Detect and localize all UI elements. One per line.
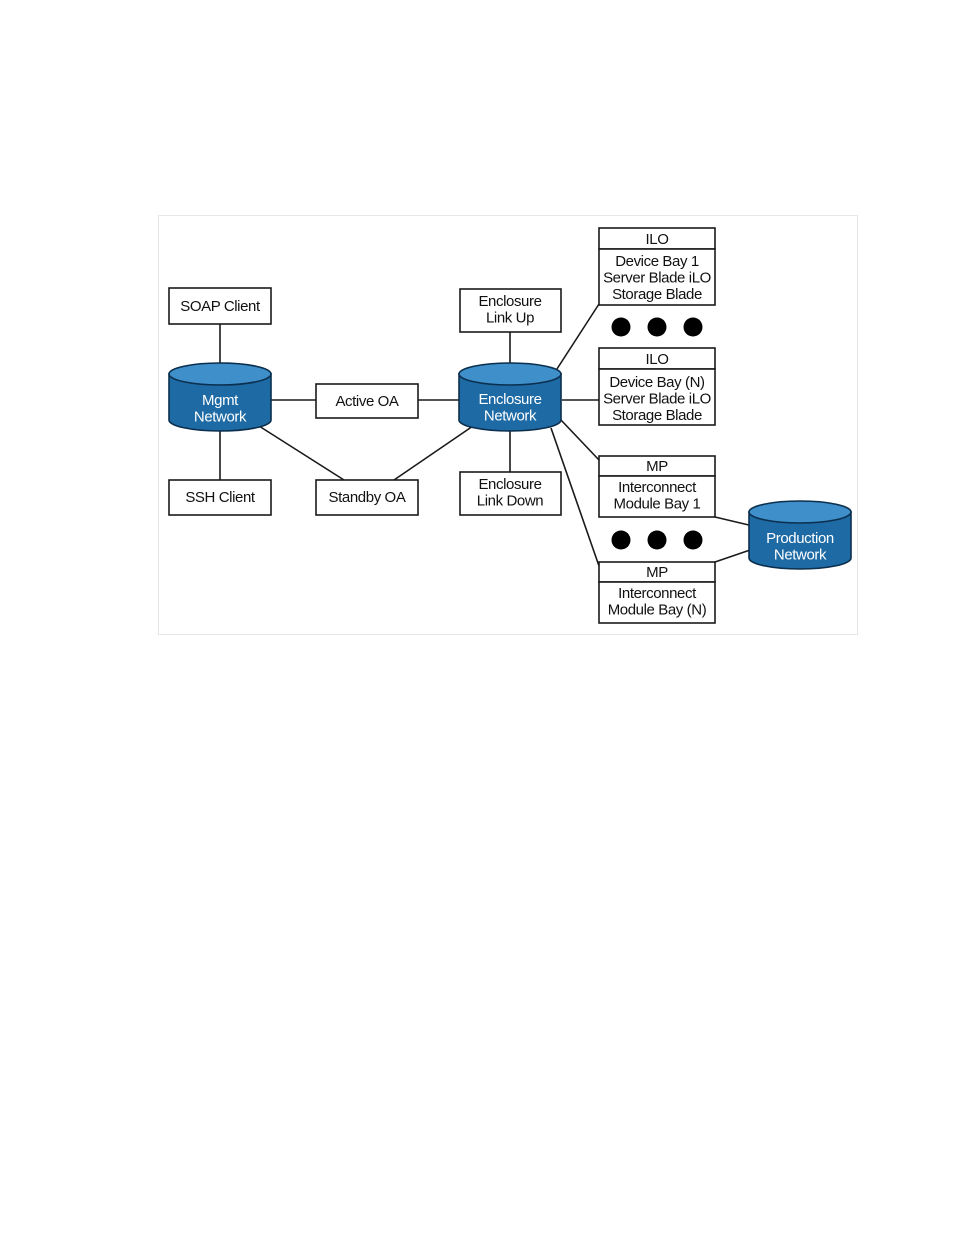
mp-bay-1-header: MP	[646, 458, 668, 475]
ellipsis-ilo	[612, 318, 703, 337]
active-oa-label: Active OA	[335, 393, 398, 410]
label-line: Enclosure	[478, 391, 541, 408]
label-line: Enclosure	[478, 293, 541, 310]
label-line: Mgmt	[202, 392, 239, 409]
connectors	[220, 304, 753, 566]
label-line: MP	[646, 564, 668, 581]
label-line: Standby OA	[329, 489, 406, 506]
standby-oa-box: Standby OA	[316, 480, 418, 515]
ilo-bay-1-header: ILO	[646, 231, 669, 248]
label-line: Interconnect	[618, 479, 697, 496]
label-line: Server Blade iLO	[603, 391, 711, 408]
link-mpn-production	[715, 549, 753, 562]
label-line: Device Bay (N)	[609, 374, 705, 391]
label-line: MP	[646, 458, 668, 475]
label-line: Network	[774, 547, 827, 564]
label-line: Link Up	[486, 310, 534, 327]
label-line: Network	[194, 409, 247, 426]
label-line: Storage Blade	[612, 286, 702, 303]
label-line: Server Blade iLO	[603, 270, 711, 287]
label-line: Device Bay 1	[615, 253, 699, 270]
label-line: Active OA	[335, 393, 398, 410]
link-mp1-production	[715, 517, 753, 526]
label-line: Network	[484, 408, 537, 425]
link-enclosure-mp1	[561, 420, 599, 460]
soap-client-label: SOAP Client	[180, 298, 261, 315]
label-line: Link Down	[477, 493, 543, 510]
label-line: SOAP Client	[180, 298, 261, 315]
label-line: Storage Blade	[612, 407, 702, 424]
label-line: Module Bay 1	[614, 496, 701, 513]
ssh-client-box: SSH Client	[169, 480, 271, 515]
ilo-bay-n-header: ILO	[646, 351, 669, 368]
standby-oa-label: Standby OA	[329, 489, 406, 506]
soap-client-box: SOAP Client	[169, 288, 271, 324]
ssh-client-label: SSH Client	[185, 489, 256, 506]
label-line: ILO	[646, 231, 669, 248]
label-line: ILO	[646, 351, 669, 368]
label-line: Module Bay (N)	[608, 602, 707, 619]
link-mgmt-standby	[259, 426, 344, 480]
label-line: Interconnect	[618, 585, 697, 602]
label-line: SSH Client	[185, 489, 256, 506]
ellipsis-mp	[612, 531, 703, 550]
mp-bay-n-header: MP	[646, 564, 668, 581]
label-line: Enclosure	[478, 476, 541, 493]
active-oa-box: Active OA	[316, 384, 418, 418]
label-line: Production	[766, 530, 834, 547]
